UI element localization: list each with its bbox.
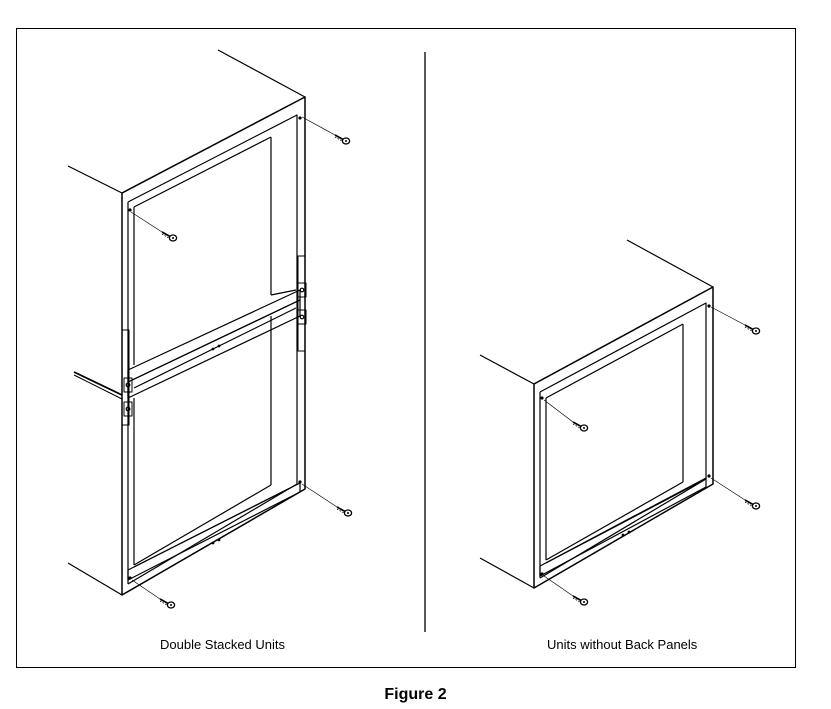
single-unit-no-back-panel [479, 239, 714, 589]
caption-no-back-panels: Units without Back Panels [547, 637, 698, 652]
screw-icon [572, 421, 589, 432]
screw-icon [744, 324, 761, 335]
caption-double-stacked: Double Stacked Units [160, 637, 286, 652]
screw-icon [572, 595, 589, 606]
screw-icon [159, 598, 176, 609]
screw-icon [744, 499, 761, 510]
double-stacked-unit [67, 49, 307, 596]
screw-icon [336, 506, 353, 517]
screw-icon [161, 231, 178, 242]
screw-icon [334, 134, 351, 145]
figure-frame [16, 28, 796, 668]
figure-title: Figure 2 [384, 686, 447, 703]
